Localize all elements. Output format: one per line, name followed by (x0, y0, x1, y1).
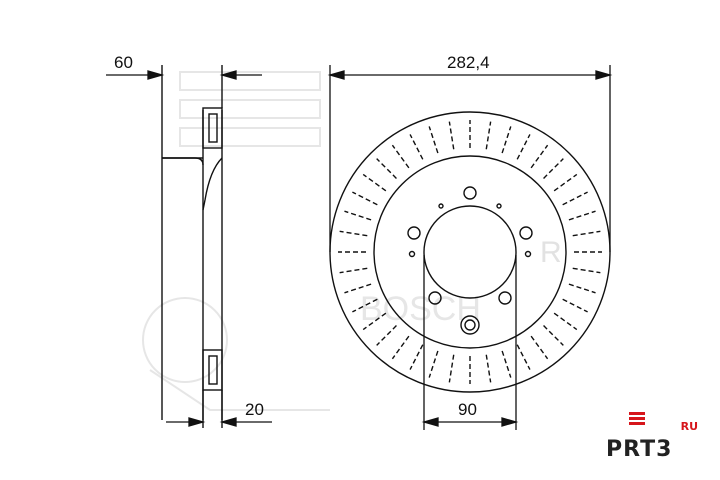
outer-edge (329, 111, 611, 393)
vent-slot (339, 267, 368, 274)
bolt-hole-large (460, 315, 480, 335)
vent-slot (553, 173, 578, 192)
vent-slot (543, 158, 564, 179)
vent-slot (344, 210, 372, 221)
logo-suffix: RU (680, 420, 698, 433)
vent-slot (543, 325, 564, 346)
bolt-hole (498, 291, 512, 305)
svg-text:R: R (540, 236, 562, 269)
dim-diameter-label: 282,4 (447, 53, 490, 72)
vent-slot (530, 335, 549, 360)
inner-ring-edge (373, 155, 567, 349)
vent-slot (572, 267, 601, 274)
vent-slot (448, 121, 455, 150)
port3-logo: RU P⁠RT3 (606, 410, 702, 462)
svg-text:BOSCH: BOSCH (360, 290, 481, 328)
vent-slot (362, 312, 387, 331)
vent-slot (352, 298, 378, 313)
vent-slot (568, 210, 596, 221)
vent-slot (391, 335, 410, 360)
bolt-hole (519, 226, 533, 240)
background-watermark: R BOSCH (142, 71, 562, 411)
dim-20-arrows (166, 417, 272, 427)
vent-slot (428, 350, 439, 378)
vent-slot (339, 230, 368, 237)
vent-slot (562, 298, 588, 313)
center-bore (423, 205, 517, 299)
vent-slot (428, 126, 439, 154)
vent-slot (344, 283, 372, 294)
dim-bore-arrows (421, 255, 519, 430)
vent-slot (568, 283, 596, 294)
vent-slot (352, 191, 378, 206)
vent-slot (516, 134, 531, 160)
vent-slot (409, 134, 424, 160)
dim-60-arrows (106, 70, 262, 80)
vent-slot (530, 144, 549, 169)
vent-slot (516, 344, 531, 370)
side-view (161, 65, 223, 428)
dim-thickness-label: 20 (245, 400, 264, 419)
dim-hat-height-label: 60 (114, 53, 133, 72)
vent-slot (501, 350, 512, 378)
vent-slot (376, 158, 397, 179)
vent-slot (391, 144, 410, 169)
bolt-hole (428, 291, 442, 305)
piston-icon (629, 412, 645, 425)
bolt-hole (407, 226, 421, 240)
vent-slot (553, 312, 578, 331)
bolt-hole (463, 186, 477, 200)
dim-bore-label: 90 (458, 400, 477, 419)
vent-slot (362, 173, 387, 192)
vent-slot (376, 325, 397, 346)
logo-wordmark: P⁠RT3 (606, 437, 673, 462)
vent-slot (501, 126, 512, 154)
vent-slots (338, 120, 602, 384)
vent-slot (562, 191, 588, 206)
vent-slot (485, 354, 492, 383)
front-view (329, 111, 611, 393)
vent-slot (572, 230, 601, 237)
vent-slot (448, 354, 455, 383)
vent-slot (485, 121, 492, 150)
dim-diameter-arrows (327, 65, 613, 252)
vent-slot (409, 344, 424, 370)
